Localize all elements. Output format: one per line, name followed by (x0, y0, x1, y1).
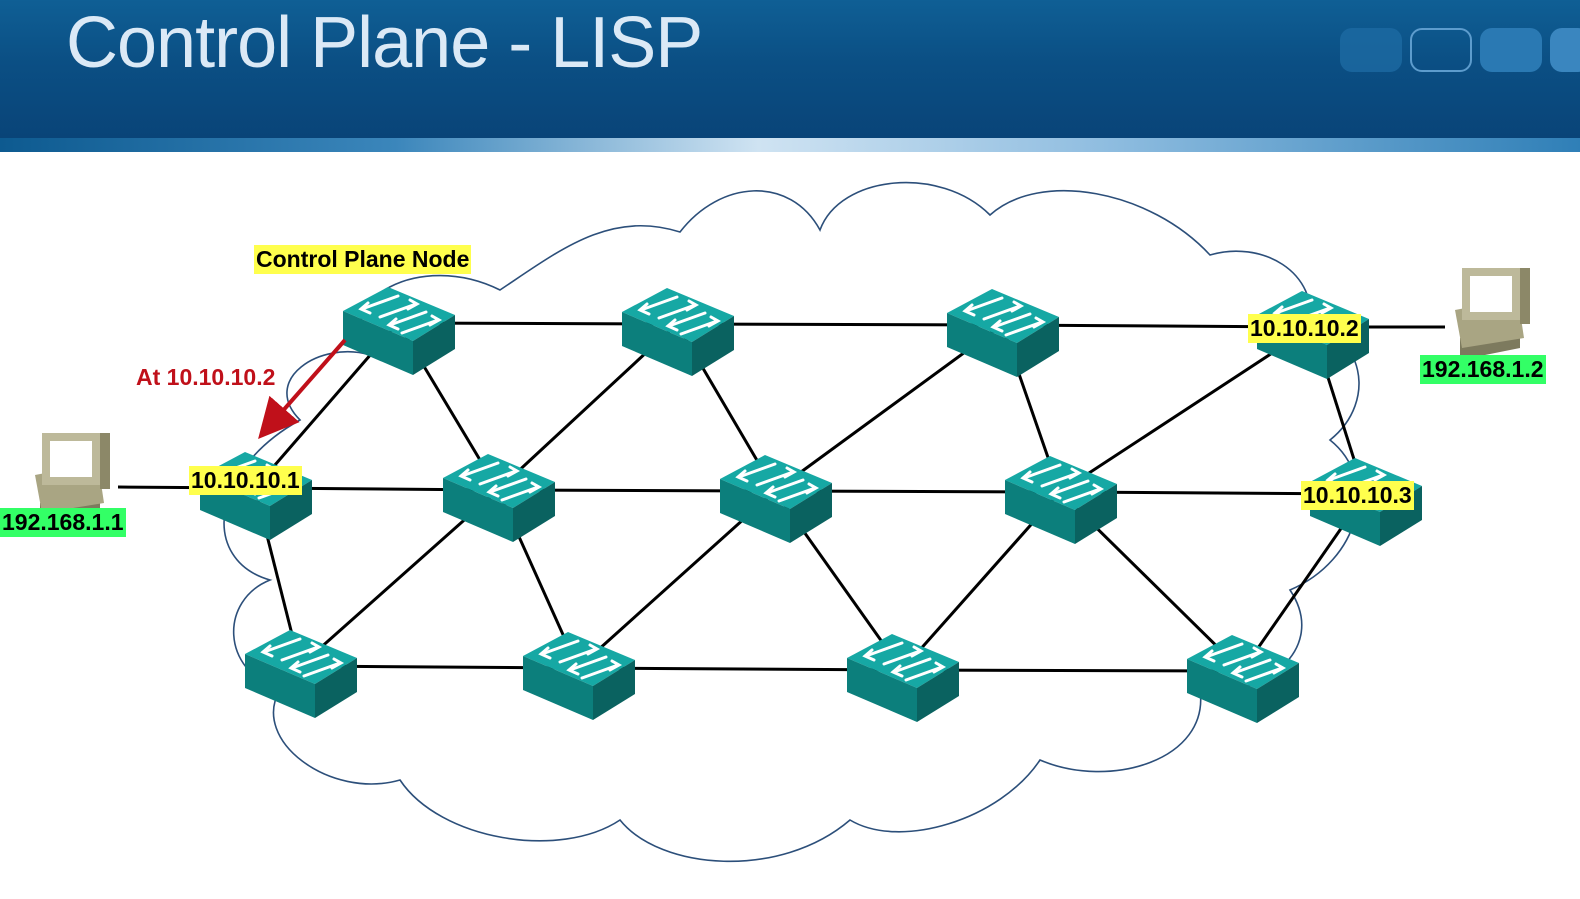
computer-icon (1455, 268, 1530, 360)
switch-icon (1185, 633, 1301, 725)
title-banner-stripe (0, 138, 1580, 152)
title-banner (0, 0, 1580, 138)
arrow-icon (258, 338, 347, 440)
host-ip-label-1: 192.168.1.1 (0, 508, 126, 537)
host-ip-label-2: 192.168.1.2 (1420, 355, 1546, 384)
decoration-block-2 (1410, 28, 1472, 72)
decoration-block-3 (1480, 28, 1542, 72)
rloc-label-3: 10.10.10.3 (1301, 481, 1414, 510)
switch-icon (243, 628, 359, 720)
cloud-shape (223, 181, 1360, 863)
switch-icon (620, 286, 736, 378)
switch-icon (945, 287, 1061, 379)
rloc-label-2: 10.10.10.2 (1248, 314, 1361, 343)
switch-icon (845, 632, 961, 724)
decoration-block-4 (1550, 28, 1580, 72)
rloc-label-1: 10.10.10.1 (189, 466, 302, 495)
switch-icon (718, 453, 834, 545)
decoration-block-1 (1340, 28, 1402, 72)
network-diagram (35, 181, 1530, 863)
switch-icon (441, 452, 557, 544)
arrow-note-label: At 10.10.10.2 (136, 364, 276, 390)
switch-icon (341, 285, 457, 377)
switch-icon (521, 630, 637, 722)
slide-title: Control Plane - LISP (66, 3, 703, 83)
control-plane-node-label: Control Plane Node (254, 245, 472, 274)
